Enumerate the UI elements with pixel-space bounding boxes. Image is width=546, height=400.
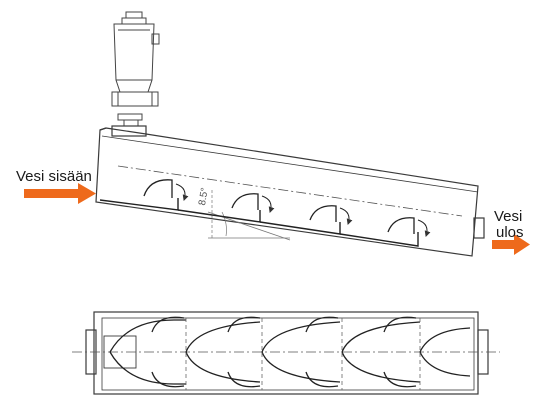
- angle-label: 8.5°: [196, 186, 211, 207]
- arrow-out: [492, 234, 530, 255]
- water-in-label: Vesi sisään: [16, 168, 92, 185]
- plan-screw-sections: [109, 319, 471, 385]
- arrow-in: [24, 183, 96, 204]
- outlet-box: [473, 217, 485, 239]
- water-out-label-line2: ulos: [496, 224, 524, 241]
- water-out-label-line1: Vesi: [494, 208, 523, 225]
- top-view: [72, 311, 500, 395]
- side-screw-steps: [99, 198, 419, 247]
- plan-blade-tips: [151, 316, 417, 388]
- side-view: [95, 125, 485, 257]
- motor-unit: [111, 11, 160, 127]
- screw-trough: [95, 127, 479, 257]
- side-screw-blades: [143, 179, 415, 234]
- plan-dividers: [185, 318, 421, 390]
- flow-arrows: [175, 183, 431, 237]
- drive-flange: [111, 125, 147, 137]
